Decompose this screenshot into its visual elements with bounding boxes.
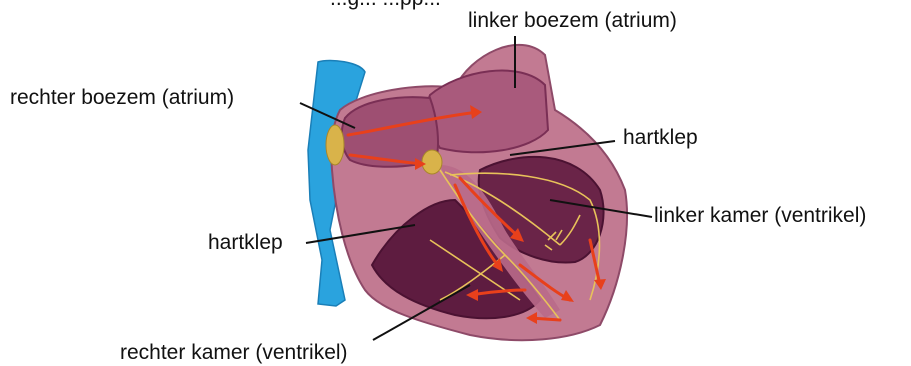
label-valve-upper: hartklep xyxy=(623,127,698,148)
label-valve-lower: hartklep xyxy=(208,232,283,253)
label-left-ventricle: linker kamer (ventrikel) xyxy=(654,205,866,226)
left-atrium-chamber xyxy=(427,71,548,153)
label-right-atrium: rechter boezem (atrium) xyxy=(10,87,234,108)
label-right-ventricle: rechter kamer (ventrikel) xyxy=(120,342,348,363)
sa-node xyxy=(326,125,344,165)
av-node xyxy=(422,150,442,174)
label-left-atrium: linker boezem (atrium) xyxy=(468,10,677,31)
